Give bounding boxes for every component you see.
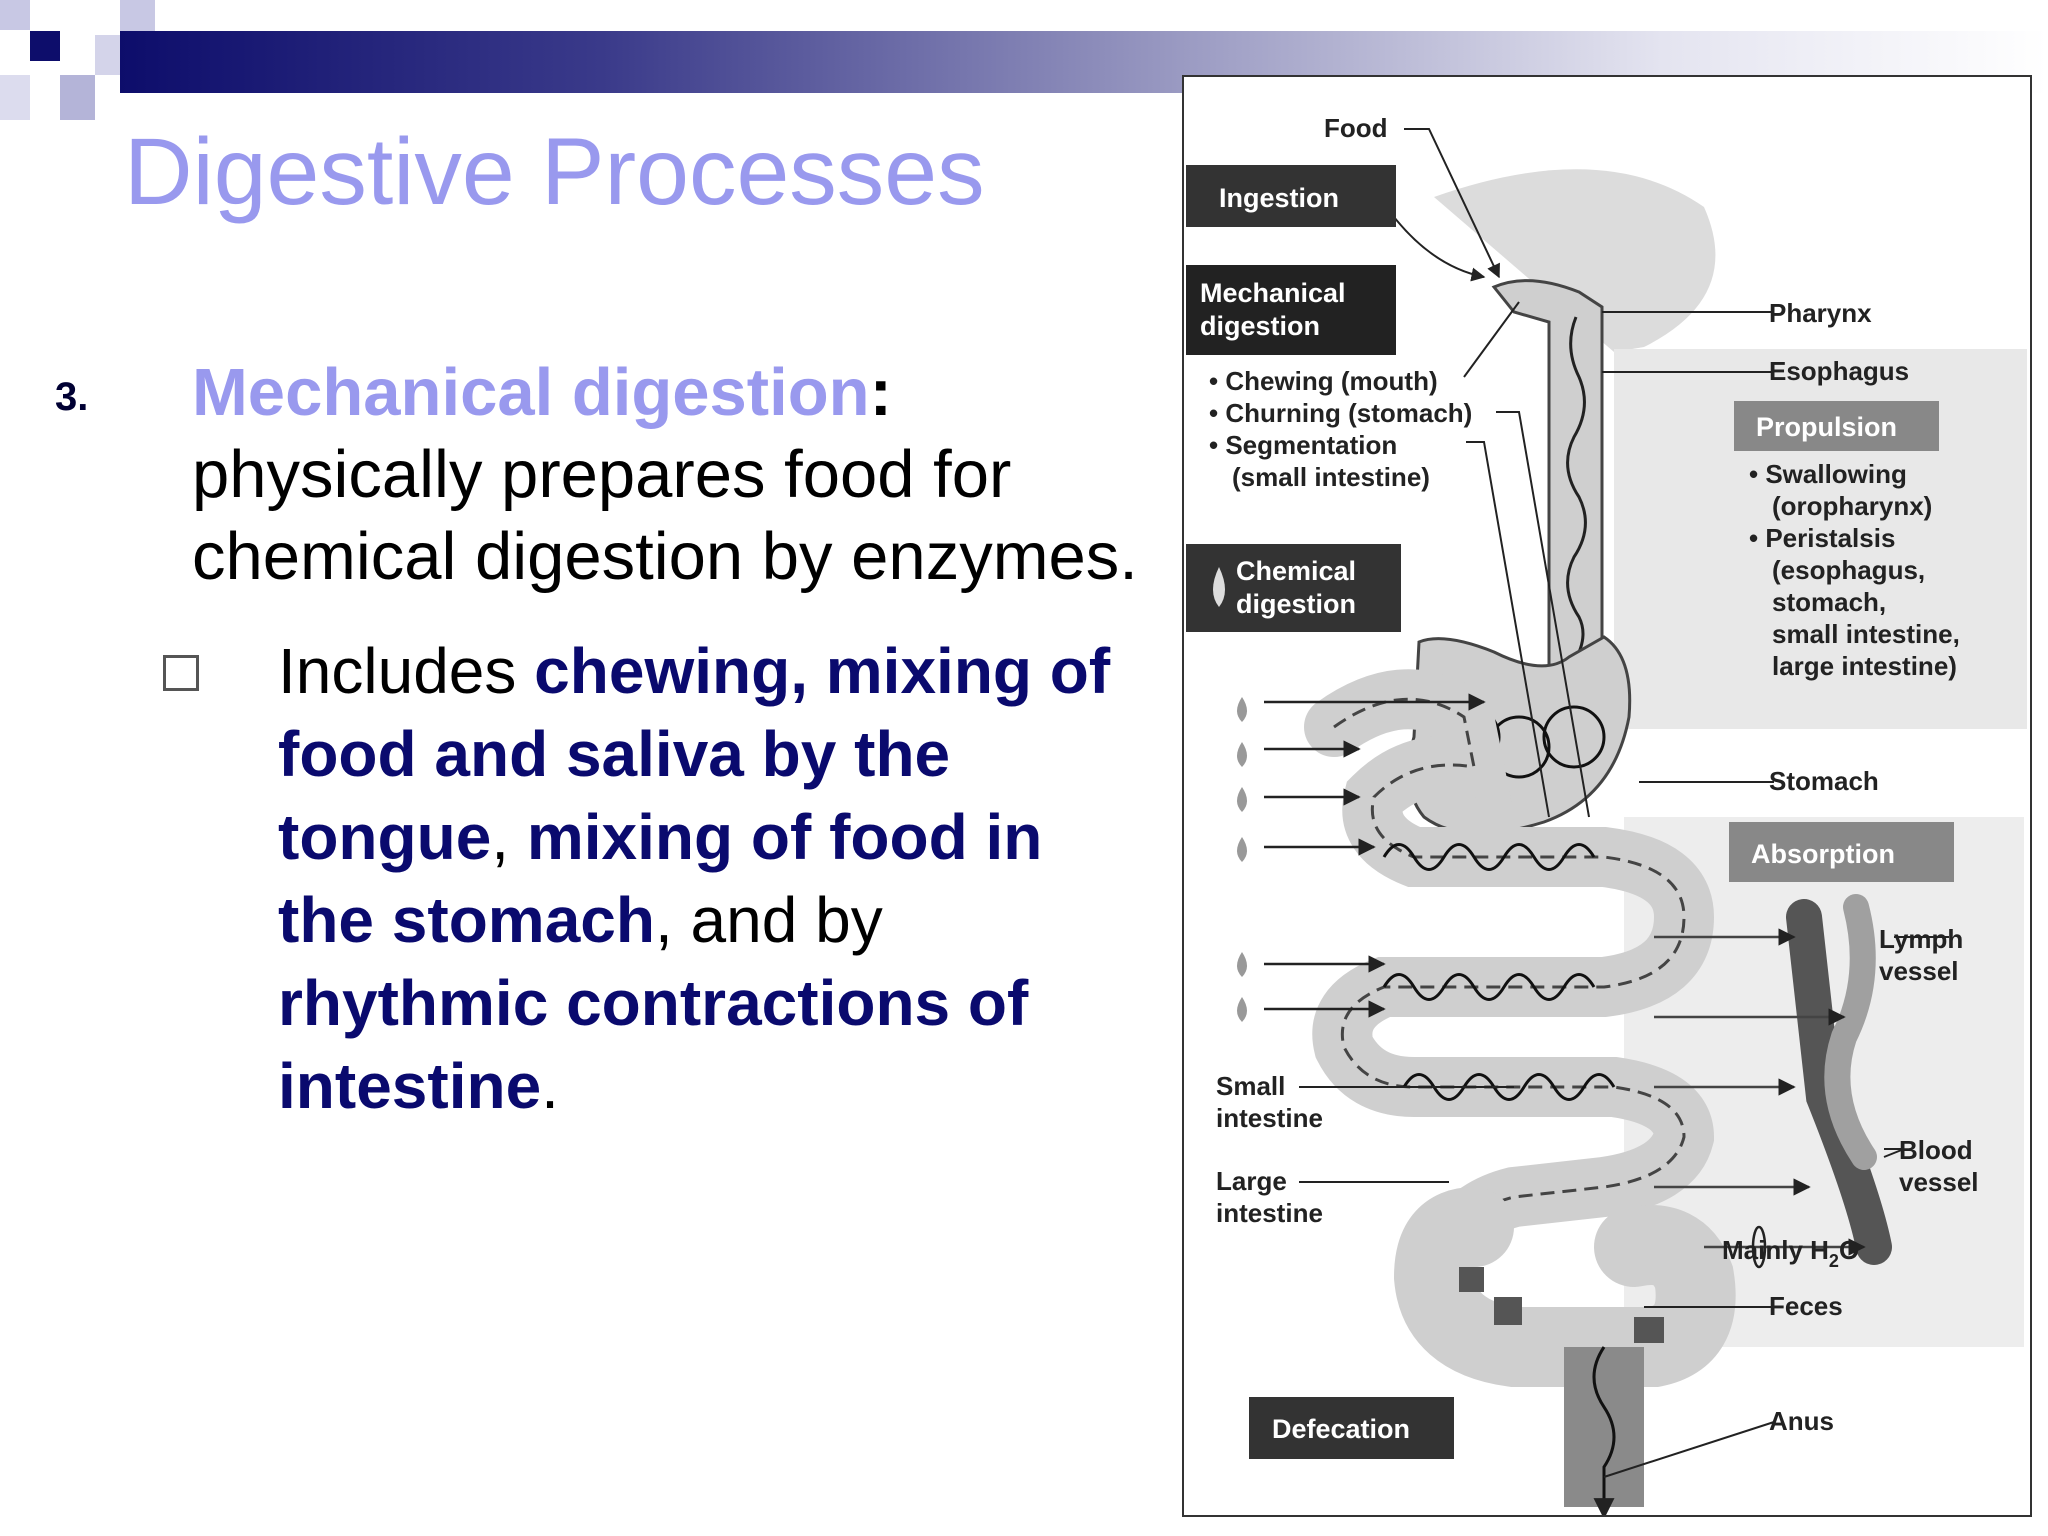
enzyme-arrows [1237,693,1486,1022]
segment-wave-2 [1382,973,1596,1001]
defecation-box [1249,1397,1454,1459]
ingestion-box [1186,165,1396,227]
item-number: 3. [55,375,89,419]
lymph-label-1: Lymph [1879,924,1963,954]
corner-square-light-2 [120,0,155,31]
prop-item-1: • Swallowing [1749,459,1907,489]
corner-square-light-1 [0,0,30,30]
blood-vessel-label-2: vessel [1899,1167,1979,1197]
sub-text-1: chewing, mixing of food and saliva by th… [278,635,1111,873]
large-intestine-label-2: intestine [1216,1198,1323,1228]
segment-wave-1 [1382,843,1596,871]
hollow-square-bullet-icon [163,655,199,691]
slide-title: Digestive Processes [124,119,985,225]
sub-text-3: mixing of food in the stomach [278,801,1043,956]
lymph-vessel [1824,894,1877,1170]
mechanical-label-1: Mechanical [1200,278,1346,308]
feces-lump-1 [1459,1267,1484,1292]
food-label: Food [1324,113,1388,143]
lymph-label-2: vessel [1879,956,1959,986]
term-definition: physically prepares food for chemical di… [192,437,1138,594]
water-subscript: 2 [1829,1251,1839,1271]
feces-lump-3 [1634,1317,1664,1343]
leader-lines [1299,128,1949,1478]
blood-vessel-label-1: Blood [1899,1135,1973,1165]
feces-label: Feces [1769,1291,1843,1321]
sub-text-2: , [491,801,527,873]
defecation-label: Defecation [1272,1414,1410,1444]
absorption-arrows [1654,928,1866,1269]
mech-item-3: • Segmentation [1209,430,1397,460]
small-intestine-wall [1333,697,1686,1238]
esophagus-wave [1566,316,1587,663]
churn-circle-3 [1542,705,1606,769]
mainly-water-text: Mainly H [1722,1235,1829,1265]
prop-item-4: (esophagus, [1772,555,1925,585]
mechanical-box [1186,265,1396,355]
diagram-svg: Ingestion Mechanical digestion • Chewing… [1186,113,2027,1515]
water-o: O [1839,1235,1859,1265]
ingestion-label: Ingestion [1219,183,1339,213]
pharynx-label: Pharynx [1769,298,1872,328]
droplet-icon [1213,567,1225,607]
sub-text-4: , and by [654,884,883,956]
mainly-water-label: Mainly H2O [1722,1235,1859,1271]
propulsion-label: Propulsion [1756,412,1897,442]
esophagus-tube [1491,279,1604,669]
small-intestine-label-2: intestine [1216,1103,1323,1133]
prop-item-7: large intestine) [1772,651,1957,681]
esophagus-label: Esophagus [1769,356,1909,386]
sub-text-5: rhythmic contractions of intestine [278,967,1029,1122]
prop-item-2: (oropharynx) [1772,491,1932,521]
anus-arrow [1592,1346,1616,1515]
large-intestine-label-1: Large [1216,1166,1287,1196]
term-heading: Mechanical digestion [192,355,870,430]
stomach-label: Stomach [1769,766,1879,796]
mech-item-2: • Churning (stomach) [1209,398,1472,428]
head-silhouette [1434,169,1716,352]
absorption-box [1729,822,1954,882]
propulsion-box [1734,401,1939,451]
segment-wave-3 [1402,1073,1616,1101]
absorption-label: Absorption [1751,839,1895,869]
main-point: Mechanical digestion:physically prepares… [192,352,1177,598]
chemical-label-1: Chemical [1236,556,1356,586]
mech-item-4: (small intestine) [1232,462,1430,492]
term-colon: : [869,355,892,430]
prop-item-6: small intestine, [1772,619,1960,649]
corner-square-dark [30,31,60,61]
feces-lump-2 [1494,1297,1522,1325]
anus-label: Anus [1769,1406,1834,1436]
sub-text-6: . [541,1050,559,1122]
corner-square-mid [60,75,95,120]
large-intestine-fill [1393,1187,1736,1387]
sub-bullet-text: Includes chewing, mixing of food and sal… [278,630,1118,1128]
small-intestine-label-1: Small [1216,1071,1285,1101]
prop-item-5: stomach, [1772,587,1886,617]
prop-item-3: • Peristalsis [1749,523,1895,553]
sub-text-0: Includes [278,635,535,707]
digestive-tract-diagram: Ingestion Mechanical digestion • Chewing… [1182,75,2032,1517]
mechanical-label-2: digestion [1200,311,1320,341]
mech-item-1: • Chewing (mouth) [1209,366,1438,396]
corner-square-light-3 [0,75,30,120]
chemical-label-2: digestion [1236,589,1356,619]
